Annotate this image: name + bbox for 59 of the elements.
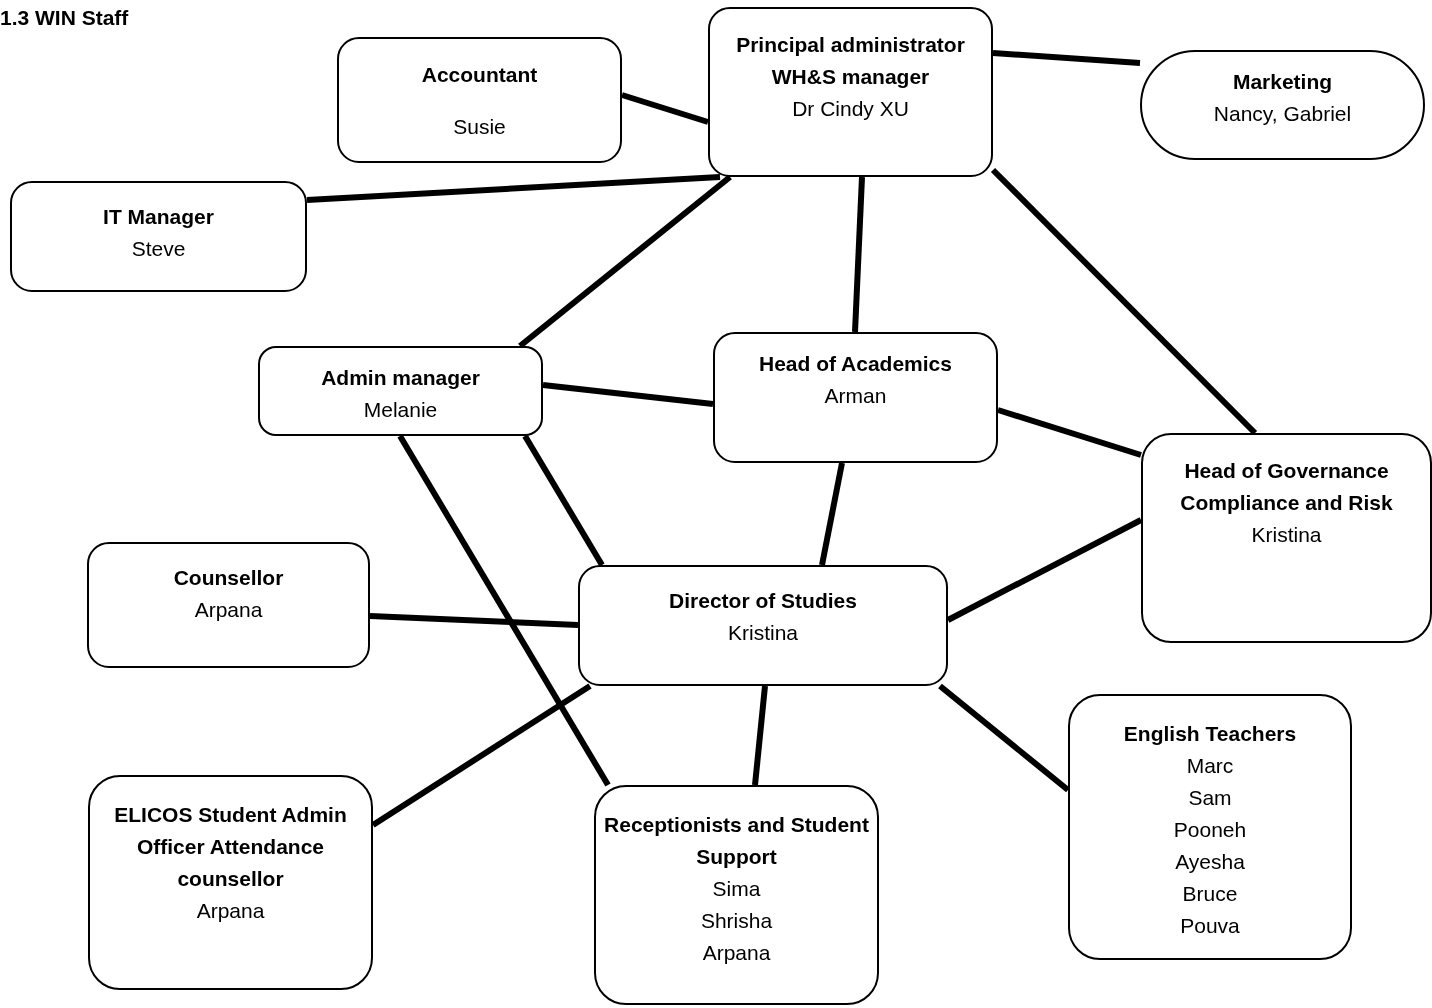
role-title: Head of Academics: [759, 351, 952, 377]
staff-box: [713, 332, 998, 463]
staff-name: Arpana: [196, 898, 265, 924]
connector-line: [938, 683, 1070, 793]
staff-name: Marc: [1186, 753, 1234, 779]
connector-line: [852, 176, 865, 333]
role-title: Counsellor: [173, 565, 284, 591]
connector-line: [621, 92, 709, 125]
role-title: Director of Studies: [669, 588, 857, 614]
connector-line: [997, 407, 1142, 458]
connector-line: [990, 167, 1258, 436]
role-title: Principal administrator WH&S manager: [735, 32, 966, 90]
role-title: ELICOS Student Admin Officer Attendance counsellor: [113, 802, 348, 892]
staff-name: Susie: [453, 114, 506, 140]
staff-name: Sima: [712, 876, 761, 902]
staff-name: Melanie: [363, 397, 438, 423]
staff-box: [258, 346, 543, 436]
staff-name: Nancy, Gabriel: [1213, 101, 1352, 127]
role-title: Head of Governance Compliance and Risk: [1179, 458, 1394, 516]
connector-line: [397, 434, 611, 787]
connector-line: [522, 434, 605, 567]
staff-box: [88, 775, 373, 990]
staff-name: Pooneh: [1173, 817, 1247, 843]
staff-box: [337, 37, 622, 163]
staff-name: Pouva: [1180, 913, 1240, 939]
role-title: IT Manager: [103, 204, 214, 230]
role-title: Receptionists and Student Support: [604, 812, 869, 870]
staff-name: Arpana: [194, 597, 263, 623]
connector-line: [371, 683, 592, 828]
staff-name: Steve: [131, 236, 186, 262]
connector-line: [306, 174, 721, 203]
staff-box: [10, 181, 307, 292]
staff-box: [708, 7, 993, 177]
connector-line: [992, 50, 1141, 66]
role-title: Marketing: [1232, 69, 1333, 95]
staff-name: Kristina: [1251, 522, 1322, 548]
staff-name: Arman: [824, 383, 887, 409]
staff-name: Ayesha: [1175, 849, 1245, 875]
role-title: Accountant: [421, 62, 538, 88]
connector-line: [946, 517, 1143, 623]
staff-name: Dr Cindy XU: [792, 96, 909, 122]
connector-line: [819, 462, 845, 566]
staff-name: Shrisha: [700, 908, 773, 934]
staff-box: [1068, 694, 1352, 960]
connector-line: [518, 174, 732, 349]
staff-name: Arpana: [702, 940, 771, 966]
staff-box: [578, 565, 948, 686]
connector-line: [542, 382, 714, 407]
staff-box: [594, 785, 879, 1005]
staff-box: [87, 542, 370, 668]
staff-name: Sam: [1188, 785, 1232, 811]
role-title: Admin manager: [321, 365, 480, 391]
connector-line: [369, 613, 579, 628]
staff-box: [1141, 433, 1432, 643]
role-title: English Teachers: [1123, 721, 1297, 747]
staff-name: Kristina: [728, 620, 798, 646]
connector-line: [752, 685, 768, 786]
staff-name: Bruce: [1182, 881, 1238, 907]
section-heading: 1.3 WIN Staff: [0, 5, 129, 31]
